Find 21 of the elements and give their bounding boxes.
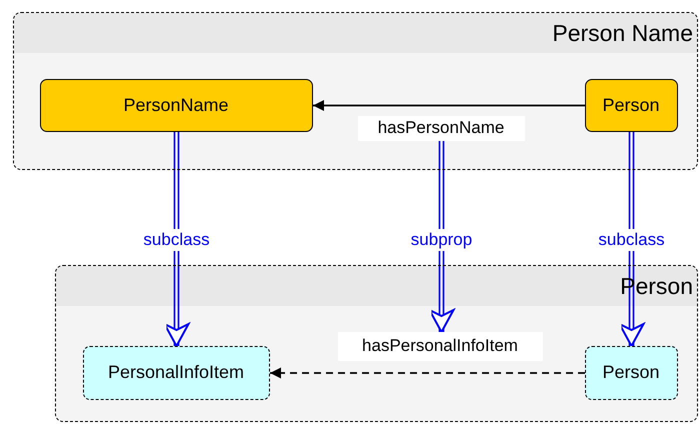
edge-label: subprop (408, 229, 474, 251)
class-name: PersonalInfoItem (108, 362, 244, 383)
arrow (313, 100, 585, 111)
class-box (584, 346, 678, 400)
class-box (584, 78, 678, 132)
edge-label: subclass (141, 229, 212, 251)
class-name: Person (602, 94, 660, 116)
double-arrow (164, 131, 190, 347)
edge-label: subclass (596, 229, 667, 251)
group-title: Person Name (552, 20, 693, 46)
double-arrow (618, 131, 644, 347)
double-arrow (428, 140, 454, 333)
group-container (13, 12, 698, 170)
class-box (40, 78, 312, 132)
property-label: hasPersonName (378, 118, 504, 138)
class-name: Person (602, 362, 660, 383)
property-label: hasPersonalInfoItem (362, 336, 518, 356)
group-container (55, 265, 698, 422)
class-box (82, 346, 270, 400)
class-name: PersonName (123, 94, 229, 116)
dashed-arrow (270, 368, 585, 378)
